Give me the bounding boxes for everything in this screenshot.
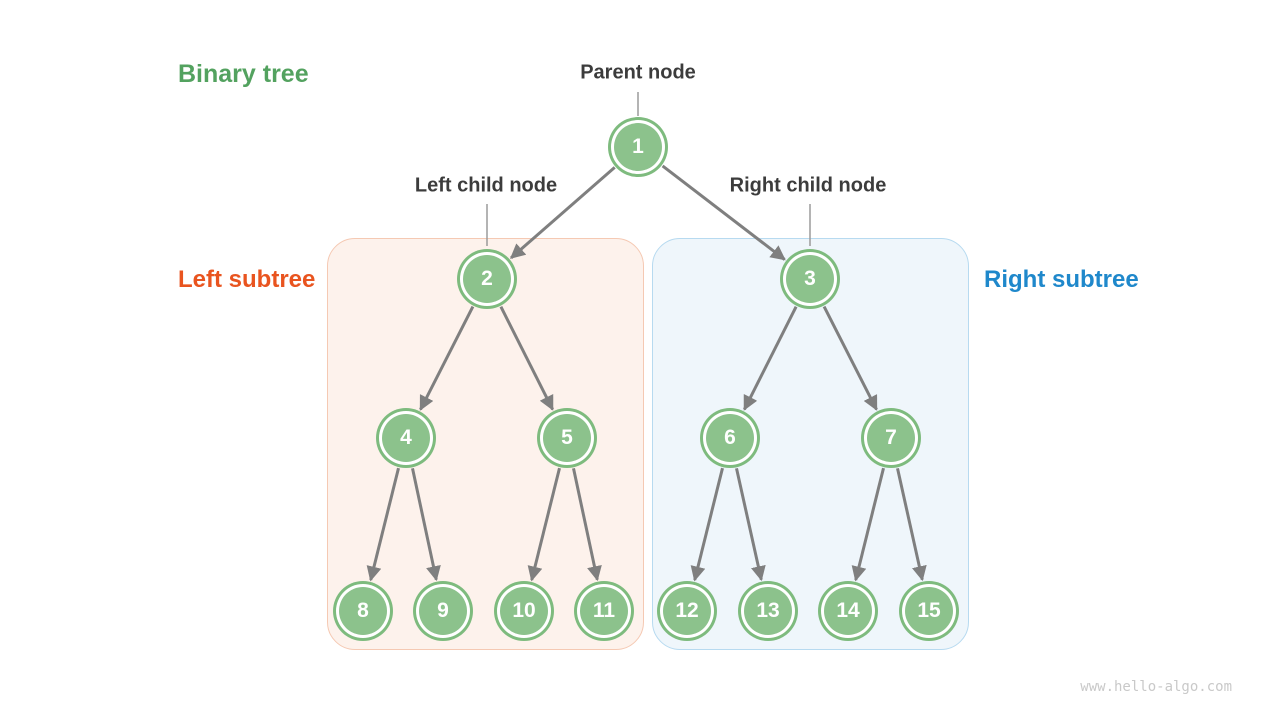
edge-4-9 [411,467,441,582]
tree-node-3: 3 [786,255,834,303]
tree-node-13: 13 [744,587,792,635]
tree-node-4: 4 [382,414,430,462]
edge-2-4 [419,305,475,411]
edge-4-8 [366,467,400,582]
diagram-title: Binary tree [178,60,309,88]
left-child-node-label: Left child node [414,174,558,197]
left-subtree-label: Left subtree [178,266,316,293]
tree-node-7: 7 [867,414,915,462]
tree-node-8: 8 [339,587,387,635]
tree-node-1: 1 [614,123,662,171]
edge-5-11 [572,467,602,582]
watermark: www.hello-algo.com [1080,679,1232,695]
tree-node-2: 2 [463,255,511,303]
tree-node-6: 6 [706,414,754,462]
parent-node-label: Parent node [580,61,696,84]
edge-1-3 [661,164,786,261]
tree-node-11: 11 [580,587,628,635]
edge-3-6 [743,306,798,411]
tree-node-10: 10 [500,587,548,635]
right-subtree-label: Right subtree [984,266,1139,293]
label-pointer-lines [486,92,811,246]
edge-1-2 [509,166,616,260]
edge-6-13 [735,467,766,582]
tree-edges [366,164,927,582]
edge-3-7 [822,305,878,411]
tree-node-5: 5 [543,414,591,462]
tree-node-12: 12 [663,587,711,635]
tree-node-14: 14 [824,587,872,635]
tree-node-15: 15 [905,587,953,635]
edge-5-10 [527,467,561,582]
edge-2-5 [499,306,554,411]
tree-node-9: 9 [419,587,467,635]
edge-7-14 [851,467,885,582]
right-child-node-label: Right child node [729,174,887,197]
edge-7-15 [896,467,927,582]
edge-6-12 [690,467,724,582]
